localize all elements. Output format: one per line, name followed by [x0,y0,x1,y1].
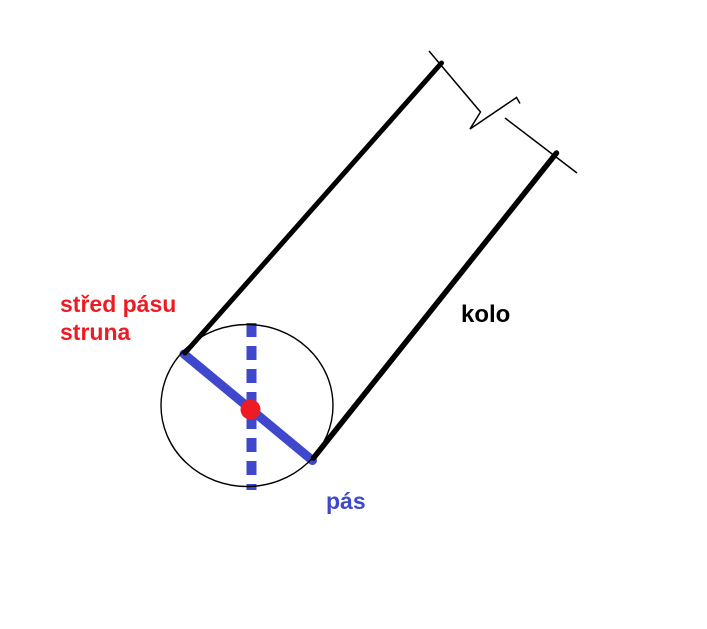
cylinder-left-edge-line [182,60,444,356]
label-struna: struna [60,319,131,345]
label-pas: pás [326,488,366,514]
label-stred-pasu: střed pásu [60,291,176,317]
cylinder-right-edge-line [310,150,560,461]
belt-center-dot [240,399,261,420]
wheel-end-circle [160,323,334,488]
break-mark-line [504,117,578,174]
break-mark-zigzag [428,50,521,130]
label-kolo: kolo [461,301,510,328]
